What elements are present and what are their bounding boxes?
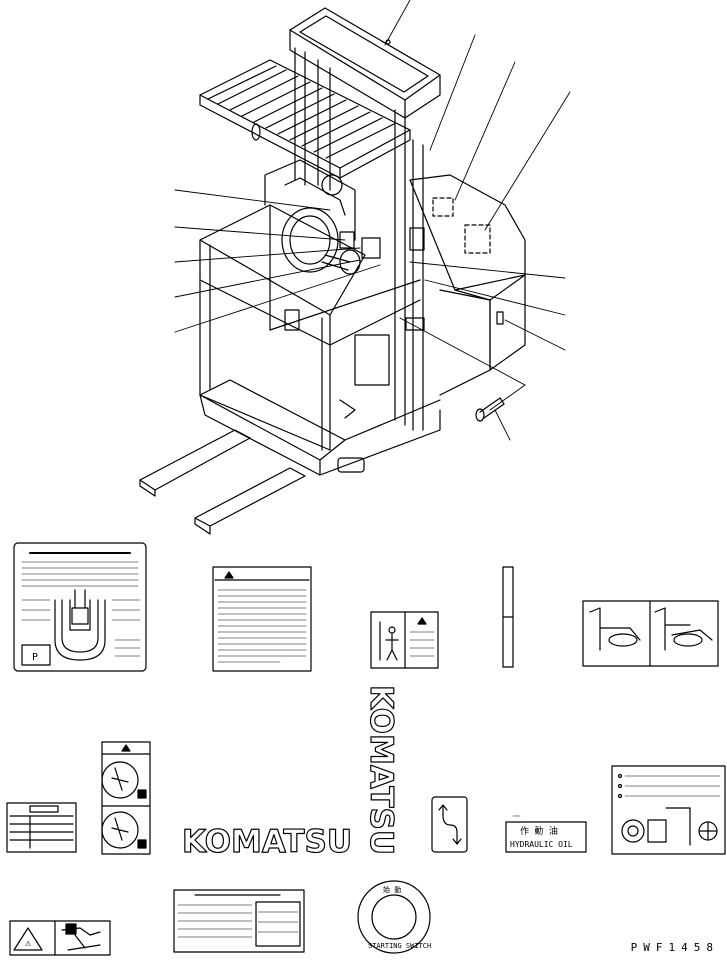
control-housing <box>281 174 381 275</box>
mast-rails <box>294 47 424 431</box>
komatsu-logo-horizontal: KOMATSU <box>182 824 352 860</box>
decal-load-chart: P <box>13 542 147 672</box>
decal-starting-switch: 始 動 STARTING SWITCH <box>357 880 431 954</box>
mast-top <box>289 7 441 119</box>
body-box <box>284 174 526 396</box>
decal-wiring-diagram <box>611 765 726 855</box>
forklift-illustration <box>139 0 571 535</box>
decal-strip <box>502 566 514 668</box>
decal-small-plate <box>6 802 77 853</box>
forks <box>139 429 306 535</box>
decal-specification-plate <box>173 889 305 953</box>
decal-direction-arrows <box>431 796 468 853</box>
decal-operator-warning <box>370 611 439 669</box>
starting-switch-en: STARTING SWITCH <box>368 942 431 950</box>
warning-symbol: ⚠ <box>25 938 32 949</box>
drawing-code: PWF1458 <box>630 941 719 954</box>
starting-switch-jp: 始 動 <box>383 885 401 894</box>
decal-instruction-pictograms <box>582 600 719 667</box>
hydraulic-oil-en: HYDRAULIC OIL <box>510 840 573 849</box>
base-platform <box>199 379 441 476</box>
overhead-guard <box>199 59 411 179</box>
leader-lines <box>174 0 571 441</box>
decal-hydraulic-oil: 作 動 油 HYDRAULIC OIL <box>505 815 587 853</box>
decal-komatsu-horizontal: KOMATSU <box>181 823 352 860</box>
parking-label: P <box>32 652 38 663</box>
komatsu-logo-vertical: KOMATSU <box>363 685 399 855</box>
decal-warning-text <box>212 566 312 672</box>
decal-caution-fingers <box>101 741 151 855</box>
hydraulic-oil-jp: 作 動 油 <box>520 825 558 837</box>
operator-cage <box>199 159 421 451</box>
decal-komatsu-vertical: KOMATSU <box>362 684 399 855</box>
decal-warning-pictogram: ⚠ <box>9 920 111 956</box>
